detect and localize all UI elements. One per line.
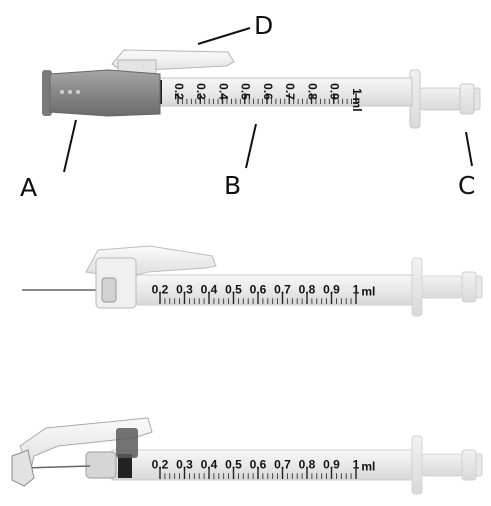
scale-label: 0.6 <box>250 458 267 472</box>
scale-label: 0.5 <box>239 83 253 100</box>
needle-cap <box>42 70 160 116</box>
needle <box>24 466 90 468</box>
hub <box>86 452 116 478</box>
leader-line-a <box>64 120 76 172</box>
plunger <box>412 258 482 316</box>
leader-line-d <box>198 28 250 44</box>
scale-label: 1 <box>350 88 364 95</box>
scale-unit: ml <box>361 285 375 299</box>
scale-label: 0.8 <box>299 458 316 472</box>
scale-unit: ml <box>361 460 375 474</box>
plunger <box>412 436 482 494</box>
leader-line-c <box>466 132 472 166</box>
syringe-capped: 0.2 0.3 0.4 0.5 0.6 0.7 0.8 0.9 1 ml <box>42 50 480 128</box>
scale-label: 0.4 <box>216 83 230 100</box>
scale-unit: ml <box>350 98 364 112</box>
scale-label: 0.4 <box>201 283 218 297</box>
callout-d: D <box>254 11 273 40</box>
scale-label: 0.7 <box>274 458 291 472</box>
leader-line-b <box>246 124 256 168</box>
scale-label: 1 <box>353 458 360 472</box>
scale-label: 0.2 <box>152 458 169 472</box>
scale-label: 0.9 <box>328 83 342 100</box>
scale-label: 0.6 <box>261 83 275 100</box>
plunger <box>410 70 480 128</box>
scale-label: 0.5 <box>225 283 242 297</box>
callout-b: B <box>224 171 241 200</box>
scale-label: 0.3 <box>194 83 208 100</box>
scale-label: 0.2 <box>172 83 186 100</box>
scale-label: 0.8 <box>299 283 316 297</box>
scale-label: 0.9 <box>323 458 340 472</box>
scale-label: 0.6 <box>250 283 267 297</box>
scale-label: 0.9 <box>323 283 340 297</box>
barrel-scale: 0.2 0.3 0.4 0.5 0.6 0.7 0.8 0.9 1 ml <box>172 83 364 111</box>
scale-label: 0.2 <box>152 283 169 297</box>
scale-label: 0.5 <box>225 458 242 472</box>
callout-c: C <box>458 171 475 200</box>
callout-a: A <box>20 173 37 202</box>
scale-label: 0.7 <box>274 283 291 297</box>
scale-label: 1 <box>353 283 360 297</box>
hub <box>102 278 116 302</box>
scale-label: 0.3 <box>176 283 193 297</box>
scale-label: 0.4 <box>201 458 218 472</box>
scale-label: 0.8 <box>305 83 319 100</box>
scale-label: 0.3 <box>176 458 193 472</box>
scale-label: 0.7 <box>283 83 297 100</box>
